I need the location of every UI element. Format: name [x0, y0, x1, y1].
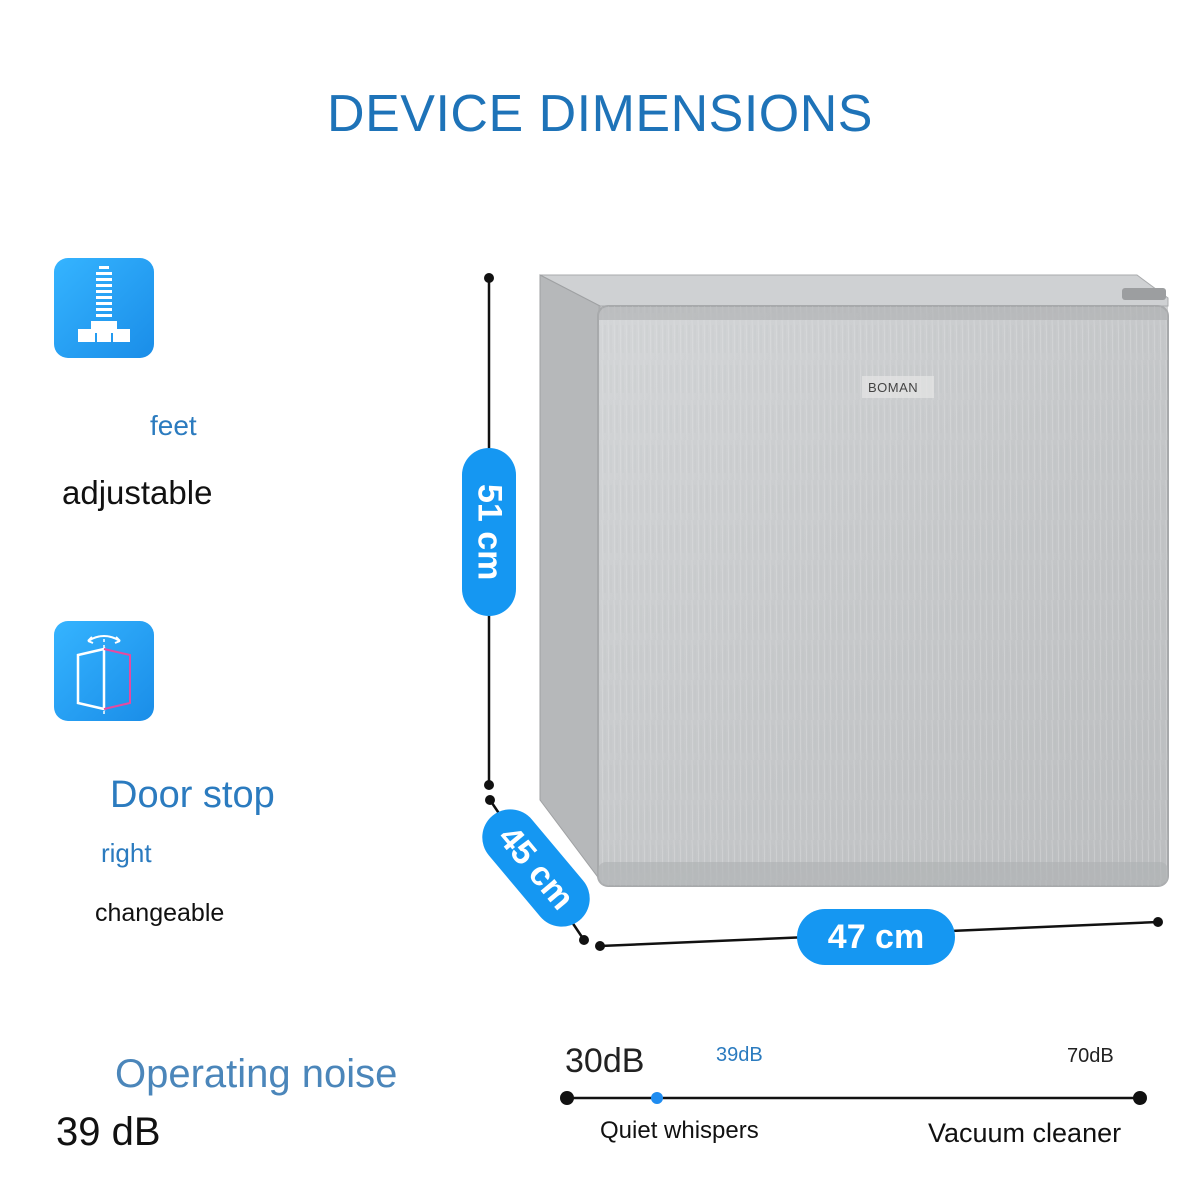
feature-changeable-label: changeable	[95, 899, 225, 927]
noise-scale-max-dot	[1133, 1091, 1147, 1105]
noise-low-example: Quiet whispers	[600, 1117, 759, 1144]
noise-min-label: 30dB	[565, 1042, 645, 1080]
noise-high-example: Vacuum cleaner	[928, 1118, 1122, 1148]
feature-doorstop-label: Door stop	[110, 774, 275, 816]
noise-title: Operating noise	[115, 1052, 398, 1096]
door-hinge-icon	[54, 621, 154, 721]
brand-logo: BOMAN	[868, 380, 919, 395]
adjustable-feet-icon	[54, 258, 154, 358]
feature-adjustable-label: adjustable	[62, 474, 213, 511]
page-title: DEVICE DIMENSIONS	[327, 85, 873, 143]
width-dimension-label: 47 cm	[797, 909, 955, 965]
noise-value: 39 dB	[56, 1110, 161, 1154]
depth-dimension-label: 45 cm	[470, 797, 602, 939]
feature-right-label: right	[101, 838, 152, 868]
noise-scale-min-dot	[560, 1091, 574, 1105]
noise-marker-label: 39dB	[716, 1044, 763, 1066]
noise-scale	[560, 1091, 1147, 1105]
feature-feet-label: feet	[150, 410, 197, 441]
noise-scale-marker	[651, 1092, 663, 1104]
height-dimension-label: 51 cm	[462, 448, 516, 616]
noise-max-label: 70dB	[1067, 1045, 1114, 1067]
